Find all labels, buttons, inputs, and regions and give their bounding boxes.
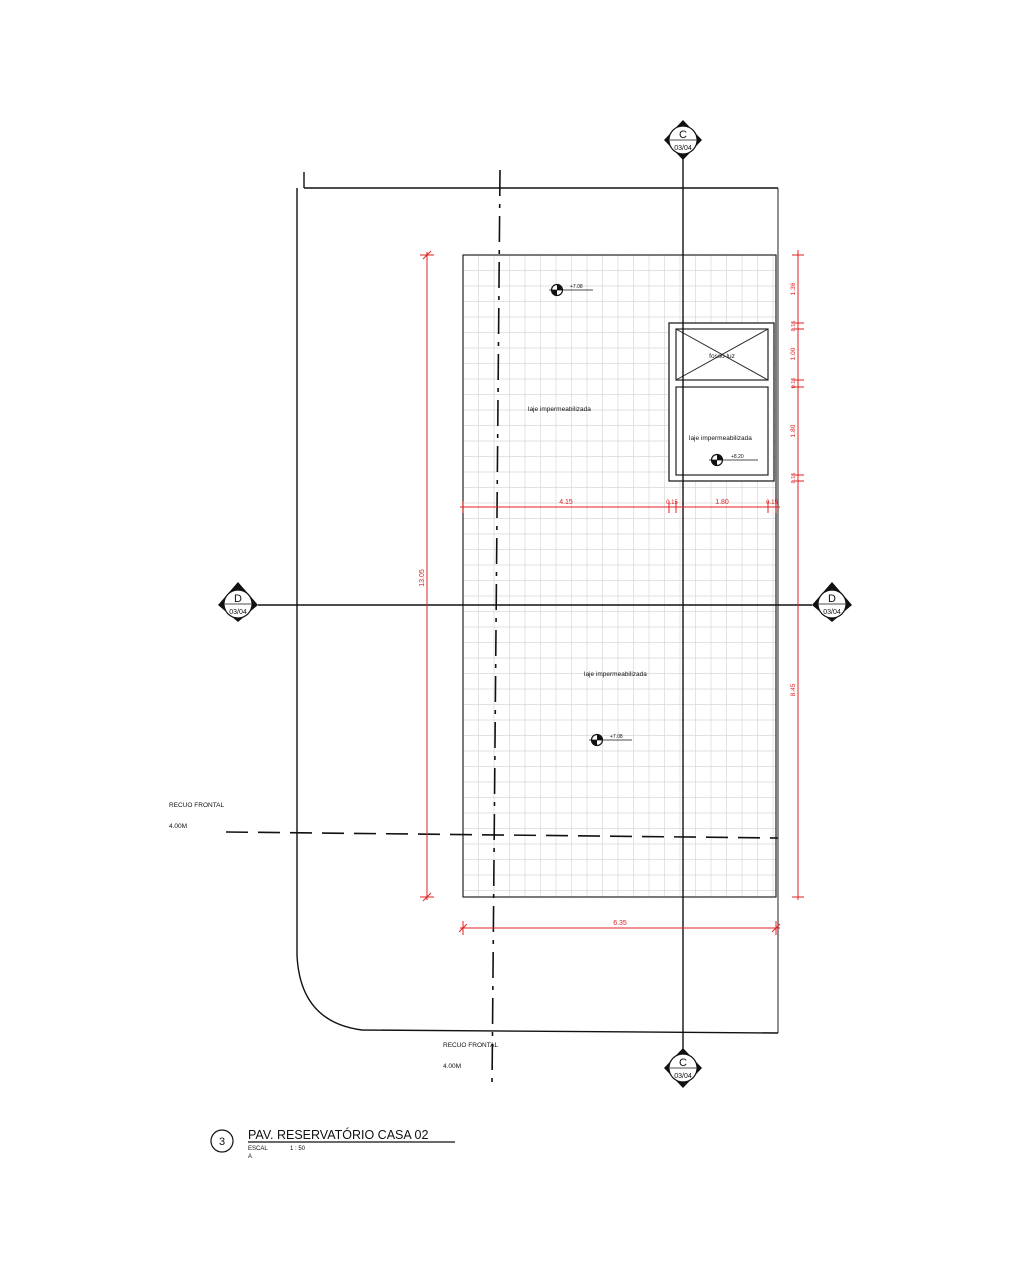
marker-sheet: 03/04: [823, 609, 841, 616]
slab-label-bottom: laje impermeabilizada: [584, 671, 647, 678]
dimension-horiz-gap2: 0.15: [766, 500, 778, 506]
scale-value: 1 : 50: [290, 1146, 306, 1152]
setback-left-value: 4.00M: [169, 823, 187, 830]
dimension-total-height: 13.05: [419, 569, 426, 587]
dimension-vert-2: 0.15: [791, 321, 797, 332]
dimension-horiz-left: 4.15: [559, 499, 573, 506]
dimension-vert-1: 1.36: [790, 282, 797, 295]
dimension-lines: 13.05 6.35 4.15 0.15 1.80 0.15 1.36 0.15…: [419, 250, 804, 935]
marker-sheet: 03/04: [674, 145, 692, 152]
dimension-vert-4: 0.15: [791, 378, 797, 389]
setback-line-vertical: [491, 169, 501, 1089]
level-value: +7.08: [610, 734, 623, 740]
level-symbol-top: +7.08: [549, 283, 593, 297]
dimension-vert-6: 0.15: [791, 473, 797, 484]
marker-letter: D: [828, 593, 836, 605]
section-marker-d-right: D 03/04: [812, 582, 852, 622]
level-value: +8.20: [731, 454, 744, 460]
dimension-horiz-gap1: 0.15: [666, 500, 678, 506]
dimension-vert-5: 1.80: [790, 424, 797, 437]
slab-outline: [462, 254, 777, 898]
setback-left-title: RECUO FRONTAL: [169, 802, 225, 809]
marker-letter: C: [679, 1057, 687, 1069]
section-axes: [225, 150, 812, 1089]
level-symbol-box: +8.20: [709, 453, 758, 467]
section-marker-c-top: C 03/04: [664, 120, 702, 160]
level-symbol-bottom: +7.08: [589, 733, 632, 747]
marker-sheet: 03/04: [674, 1073, 692, 1080]
setback-bottom-title: RECUO FRONTAL: [443, 1042, 499, 1049]
scale-label-line2: A: [248, 1154, 252, 1160]
setback-bottom-value: 4.00M: [443, 1063, 461, 1070]
level-value: +7.08: [570, 284, 583, 290]
scale-label-line1: ESCAL: [248, 1146, 268, 1152]
drawing-title: PAV. RESERVATÓRIO CASA 02: [248, 1127, 428, 1142]
view-number-circle: [210, 1129, 234, 1153]
slab-label-box: laje impermeabilizada: [689, 435, 752, 442]
dimension-total-width: 6.35: [613, 920, 627, 927]
skylight-cross-b: [675, 328, 769, 381]
setback-line-horizontal: [225, 831, 779, 839]
marker-letter: C: [679, 129, 687, 141]
section-marker-c-bottom: C 03/04: [664, 1048, 702, 1088]
reservoir-box: [668, 322, 775, 482]
dimension-vert-3: 1.00: [790, 347, 797, 360]
section-marker-d-left: D 03/04: [218, 582, 258, 622]
slab-label-top: laje impermeabilizada: [528, 406, 591, 413]
marker-sheet: 03/04: [229, 609, 247, 616]
title-block: 3 PAV. RESERVATÓRIO CASA 02 ESCAL A 1 : …: [210, 1127, 455, 1160]
view-number: 3: [219, 1136, 225, 1148]
lot-boundary: [296, 172, 779, 1034]
skylight-label: fosso luz: [709, 353, 735, 360]
dimension-horiz-box: 1.80: [715, 499, 729, 506]
marker-letter: D: [234, 593, 242, 605]
dimension-vert-7: 8.45: [790, 683, 797, 696]
